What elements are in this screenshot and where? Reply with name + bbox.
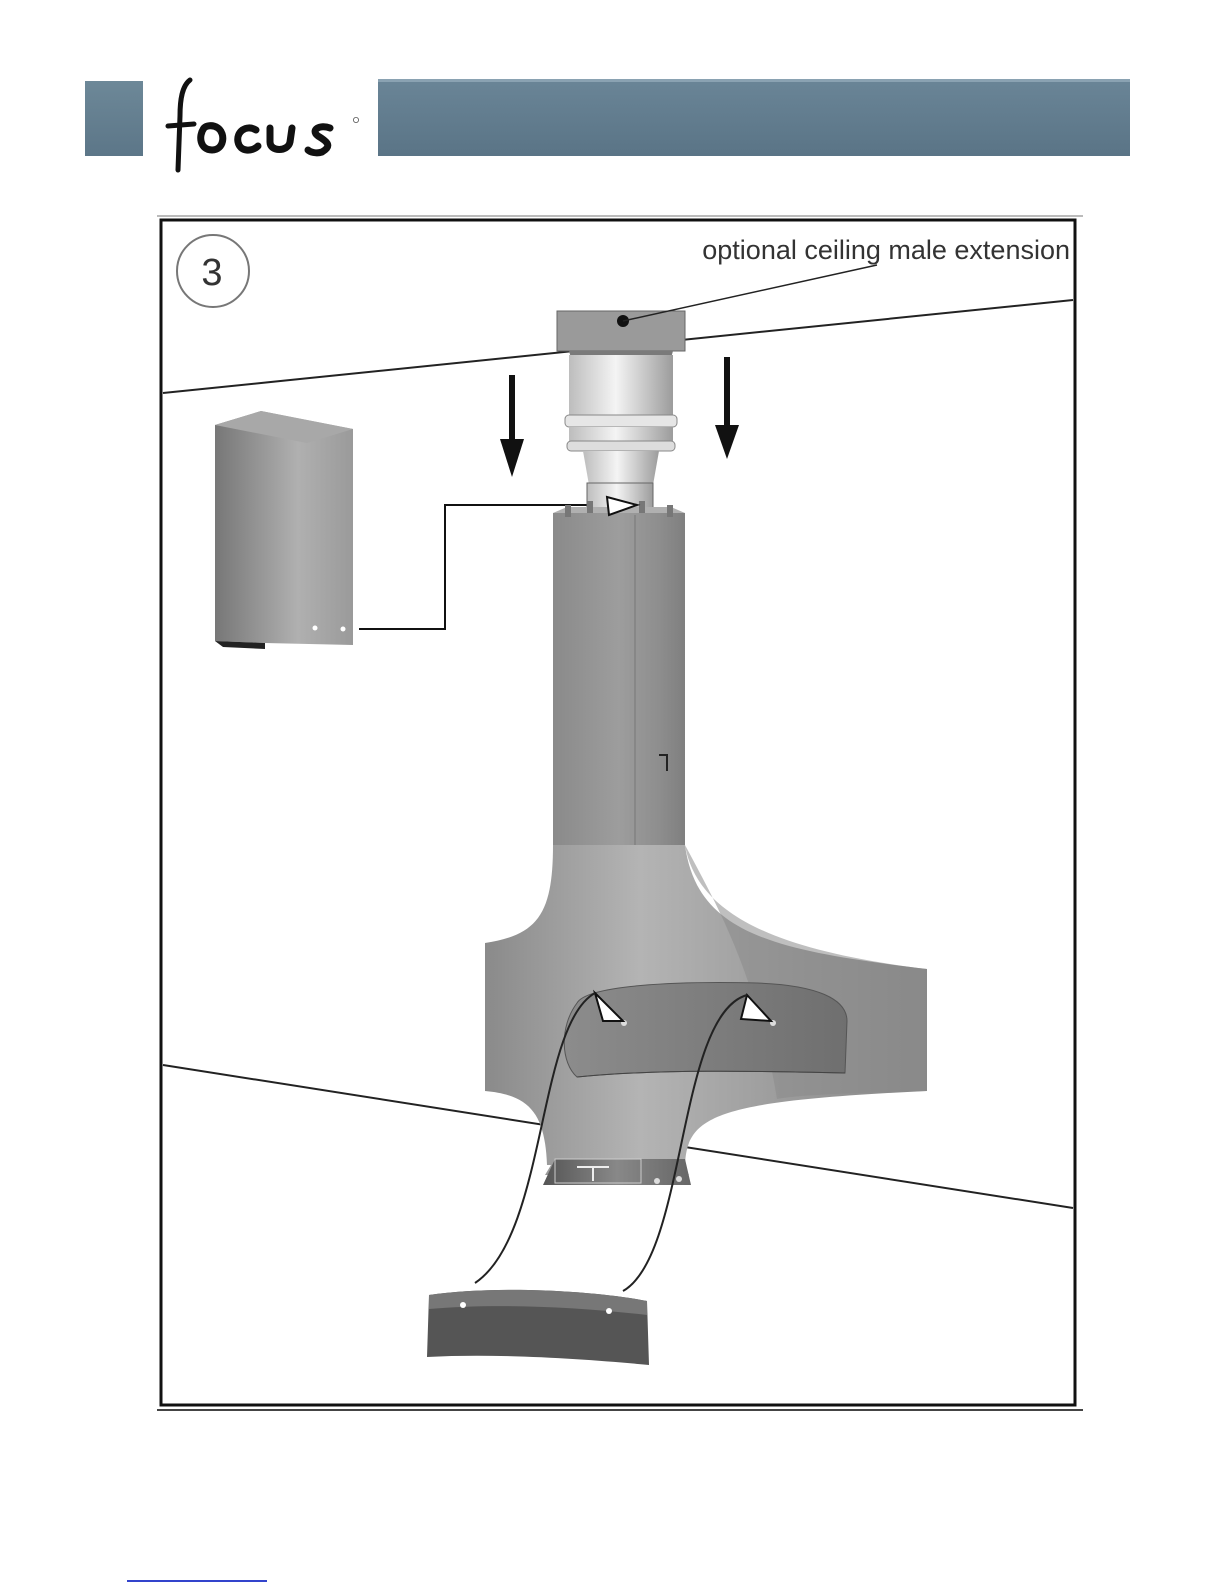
hood-column <box>553 497 685 845</box>
bottom-panel <box>427 1290 649 1365</box>
side-cover-panel <box>215 411 353 649</box>
footer-link-underline[interactable] <box>127 1580 267 1582</box>
header-accent-square <box>85 81 143 156</box>
step-number: 3 <box>172 240 252 306</box>
registered-icon <box>353 117 358 122</box>
header-bar <box>378 79 1130 156</box>
callout-label: optional ceiling male extension <box>600 232 1070 268</box>
installation-diagram <box>157 215 1083 1415</box>
focus-logo <box>160 76 370 174</box>
